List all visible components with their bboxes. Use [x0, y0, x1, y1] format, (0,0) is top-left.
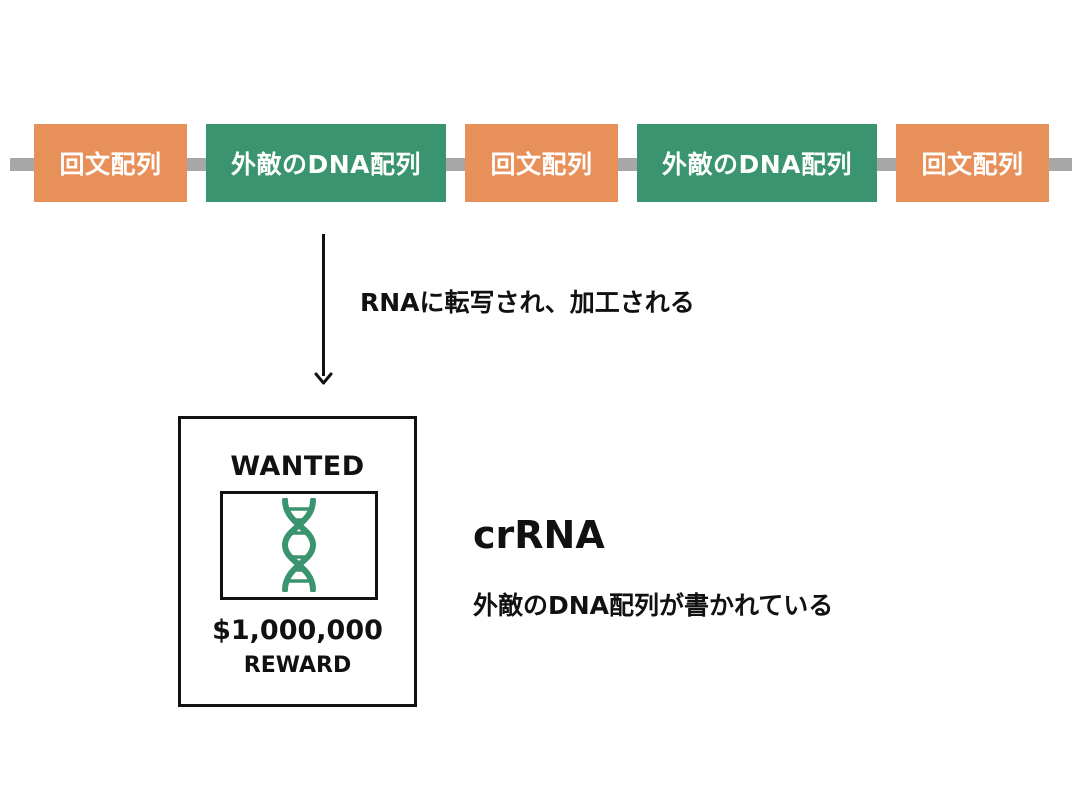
process-label: RNAに転写され、加工される: [360, 288, 695, 317]
poster-photo-frame: [220, 491, 378, 600]
poster-reward: REWARD: [243, 653, 352, 678]
poster-heading: WANTED: [230, 451, 365, 482]
dna-icon: [281, 498, 317, 592]
wanted-poster: WANTED $1,000,000 REWARD: [178, 416, 417, 707]
transcription-arrow: [322, 234, 325, 376]
poster-amount: $1,000,000: [212, 615, 383, 646]
repeat-segment: 回文配列: [34, 124, 187, 202]
crrna-description: 外敵のDNA配列が書かれている: [473, 591, 834, 620]
repeat-segment: 回文配列: [896, 124, 1049, 202]
repeat-segment: 回文配列: [465, 124, 618, 202]
spacer-segment: 外敵のDNA配列: [637, 124, 877, 202]
crrna-title: crRNA: [473, 513, 605, 557]
spacer-segment: 外敵のDNA配列: [206, 124, 446, 202]
arrow-down-icon: [314, 372, 333, 385]
